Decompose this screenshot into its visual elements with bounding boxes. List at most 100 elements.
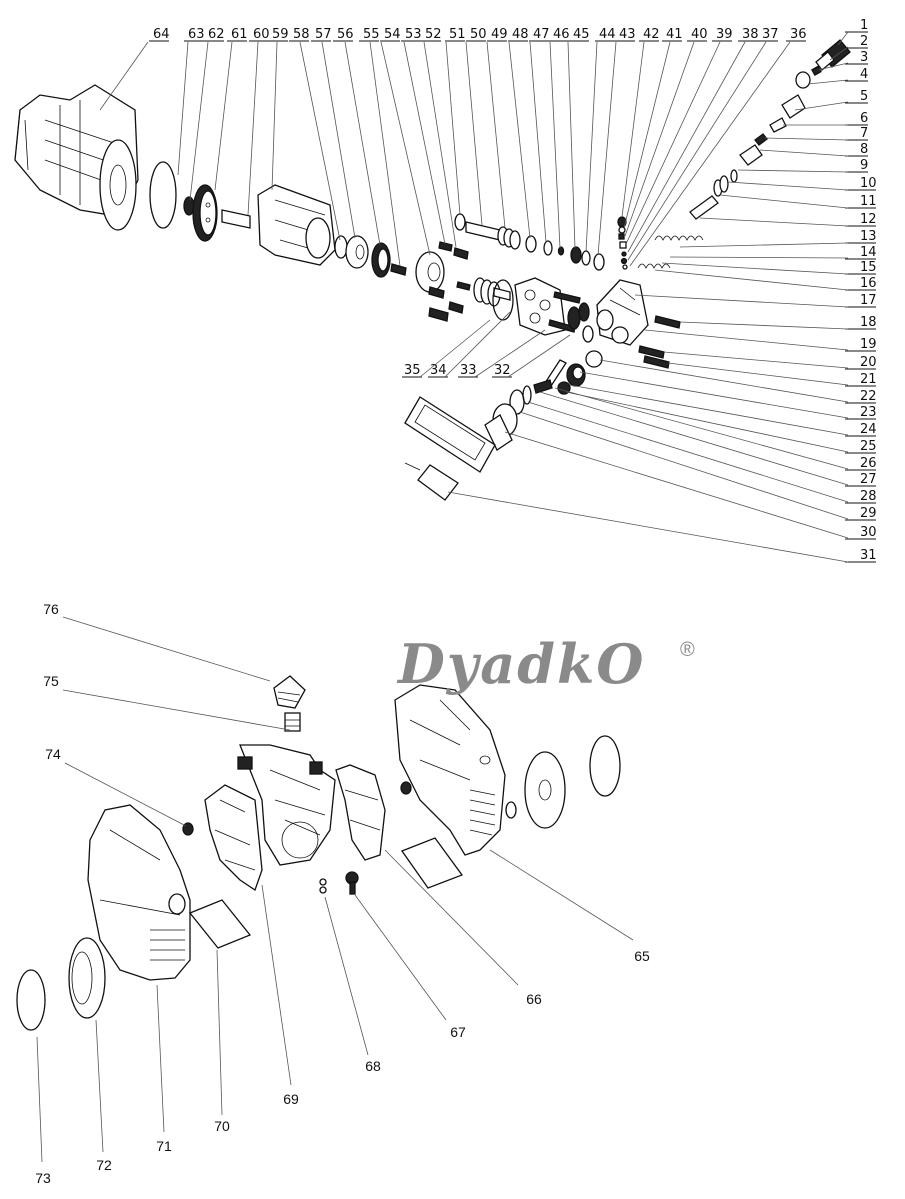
part-40: [619, 241, 627, 249]
callout-label: 42: [643, 27, 660, 42]
callout-label: 25: [860, 439, 877, 454]
callout-label: 18: [860, 315, 877, 330]
callout-label: 31: [860, 548, 877, 563]
piston-plate-part-54: [415, 251, 445, 299]
o-ring-part-4: [795, 71, 811, 89]
seals-part-10-11: [713, 169, 738, 197]
callout-label: 29: [860, 506, 877, 521]
leader-lines-right: [447, 31, 849, 563]
screw-part-53: [438, 241, 453, 252]
callout-label: 60: [253, 27, 270, 42]
screw-part-18: [654, 315, 681, 329]
wheel-part-72: [68, 937, 106, 1019]
callout-label: 71: [156, 1138, 172, 1154]
callout-label: 44: [599, 27, 616, 42]
frame-part-66: [335, 764, 386, 861]
callout-label: 13: [860, 229, 877, 244]
callout-label: 52: [425, 27, 442, 42]
callout-label: 27: [860, 472, 877, 487]
callout-label: 33: [460, 363, 477, 378]
callout-label: 46: [553, 27, 570, 42]
o-ring-part-22: [585, 350, 603, 368]
callout-label: 5: [860, 89, 868, 104]
pump-housing-part-59: [257, 184, 336, 266]
gear-part-61: [192, 184, 218, 242]
callout-label: 43: [619, 27, 636, 42]
callout-label: 63: [188, 27, 205, 42]
right-column-labels: 1234567891011121314151617181920212223242…: [845, 18, 877, 563]
part-75: [284, 712, 301, 732]
screw-part-35a: [428, 307, 449, 322]
callout-label: 2: [860, 34, 868, 49]
housing-part-71: [87, 804, 191, 981]
part-39: [621, 251, 627, 257]
callout-label: 50: [470, 27, 487, 42]
callout-label: 16: [860, 276, 877, 291]
piston-spring-set-part-34: [456, 277, 511, 307]
seal-part-47: [543, 240, 553, 256]
callout-label: 74: [45, 746, 61, 762]
brand-logo: DyadkO ®: [396, 632, 695, 696]
callout-label: 69: [283, 1091, 299, 1107]
callout-label: 40: [691, 27, 708, 42]
callout-label: 72: [96, 1157, 112, 1173]
housing-part-65: [394, 684, 517, 856]
callout-label: 59: [272, 27, 289, 42]
frame-part-69: [204, 784, 263, 892]
shaft-part-60: [221, 209, 251, 229]
callout-label: 17: [860, 293, 877, 308]
callout-label: 49: [491, 27, 508, 42]
callout-label: 23: [860, 405, 877, 420]
callout-label: 19: [860, 337, 877, 352]
registered-mark: ®: [680, 639, 695, 661]
part-68: [319, 878, 327, 894]
callout-label: 28: [860, 489, 877, 504]
callout-label: 7: [860, 126, 868, 141]
callout-label: 47: [533, 27, 550, 42]
callout-label: 26: [860, 456, 877, 471]
spring-part-27: [533, 379, 553, 394]
callout-label: 22: [860, 389, 877, 404]
screw-part-35b: [448, 301, 464, 314]
callout-label: 14: [860, 245, 877, 260]
callout-label: 68: [365, 1058, 381, 1074]
callout-label: 20: [860, 355, 877, 370]
seal-part-44a: [581, 250, 591, 266]
callout-label: 3: [860, 50, 868, 65]
bearing-part-57: [345, 235, 369, 269]
pump-motor-assembly: [14, 39, 851, 501]
unloader-piston-part-12: [689, 195, 719, 220]
o-ring-part-63: [149, 161, 177, 229]
valve-part-32: [567, 302, 594, 343]
o-ring-part-29: [509, 389, 525, 415]
leader-lines-top: [99, 41, 791, 267]
leader-lines-bottom: [419, 311, 571, 378]
callout-label: 67: [450, 1024, 466, 1040]
callout-label: 58: [293, 27, 310, 42]
callout-label: 37: [762, 27, 779, 42]
callout-label: 4: [860, 67, 868, 82]
valve-seat-part-23: [566, 363, 586, 387]
callout-label: 24: [860, 422, 877, 437]
callout-label: 54: [384, 27, 401, 42]
part-3: [811, 65, 822, 76]
part-6: [769, 117, 787, 133]
microswitch-part-31: [404, 462, 459, 501]
hubcap-right: [589, 735, 621, 797]
callout-label: 62: [208, 27, 225, 42]
seal-part-58: [334, 235, 348, 259]
callout-label: 38: [742, 27, 759, 42]
callout-label: 6: [860, 111, 868, 126]
seal-part-46: [557, 246, 565, 256]
part-7: [754, 133, 768, 146]
housing-assembly: [16, 675, 621, 1031]
callout-label: 66: [526, 991, 542, 1007]
callout-label: 73: [35, 1170, 51, 1186]
callout-label: 39: [716, 27, 733, 42]
logo-text: DyadkO: [396, 632, 645, 696]
callout-label: 36: [790, 27, 807, 42]
seal-part-45: [570, 246, 582, 264]
seal-part-48: [525, 235, 537, 253]
